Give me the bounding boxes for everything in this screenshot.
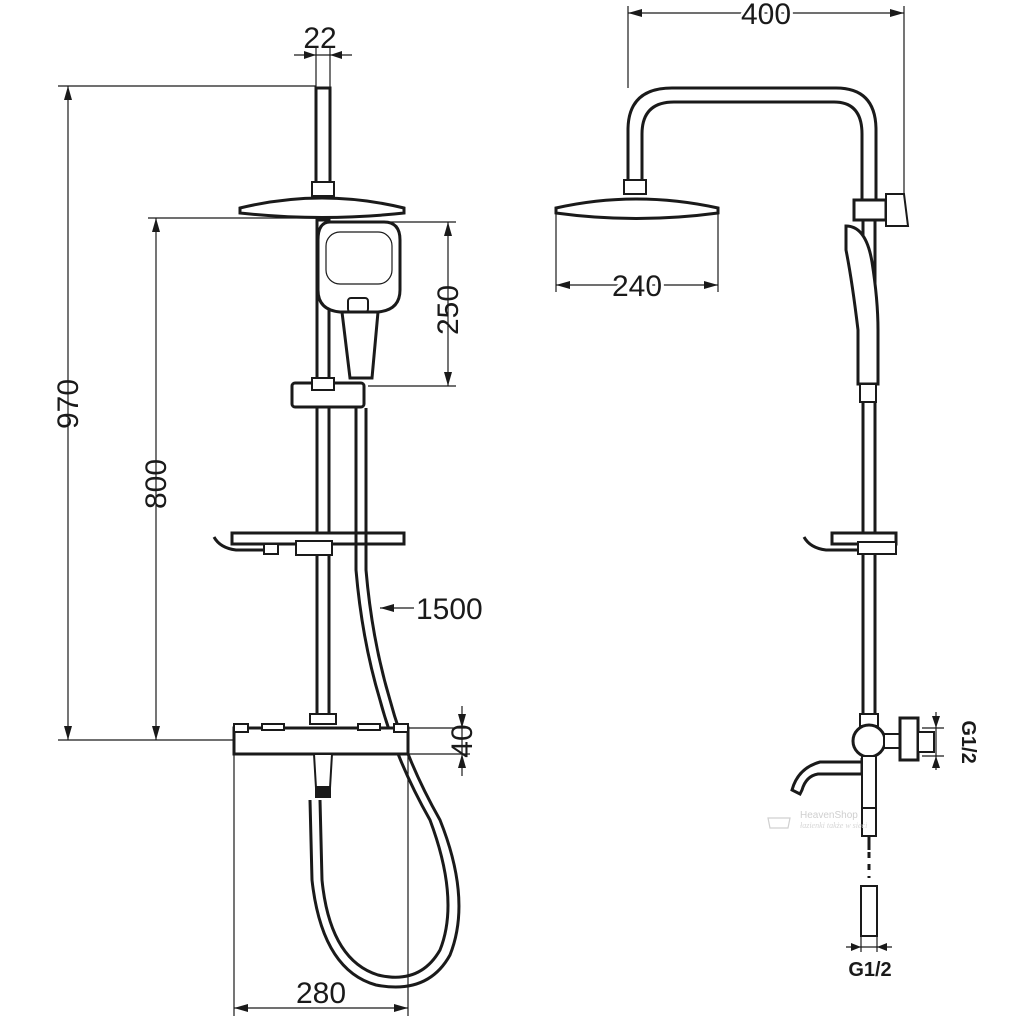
hand-shower-nozzle-plate (325, 231, 393, 285)
soap-shelf-tab (263, 543, 279, 555)
dim-arm-reach: 400 (741, 0, 791, 31)
front-dimensions: 22 970 800 250 1500 40 (52, 22, 483, 1016)
holder-clamp (311, 377, 335, 391)
side-inlet-flange (898, 716, 920, 762)
shower-hose-inner (308, 408, 461, 989)
hose-outlet (312, 753, 334, 789)
side-lower-pipe (861, 755, 877, 813)
front-view (212, 86, 461, 989)
side-hand-shower (844, 224, 880, 386)
side-arm-outer (626, 86, 878, 200)
rail-lower-connector (309, 713, 337, 725)
hand-shower-handle (340, 310, 380, 380)
watermark-brand: HeavenShop (800, 810, 858, 821)
side-wall-plate (885, 193, 910, 227)
dim-hose-length: 1500 (416, 593, 483, 626)
thermostat-body (232, 726, 410, 756)
side-view (554, 86, 935, 937)
thermostat-left-knob-cap (233, 723, 249, 733)
dim-inlet-thread: G1/2 (957, 720, 979, 763)
thermostat-right-knob-cap (393, 723, 409, 733)
dim-pipe-diameter: 22 (303, 22, 336, 55)
side-dimensions: 400 240 G1/2 G1/2 (555, 0, 979, 981)
shower-hose-outer (318, 408, 450, 979)
front-head-connector (311, 181, 335, 197)
dim-total-height: 970 (52, 379, 85, 429)
front-overhead-shower-head (238, 196, 406, 219)
dim-outlet-thread: G1/2 (848, 959, 891, 981)
thermostat-right-collar (357, 723, 381, 731)
bathtub-logo-icon (767, 817, 791, 829)
side-inlet-thread (917, 731, 935, 753)
side-hand-holder (859, 383, 877, 403)
watermark-tagline: łazienki także w sieci (800, 821, 867, 830)
side-soap-shelf-hook (802, 536, 858, 552)
dim-hand-shower-length: 250 (432, 285, 465, 335)
heavenshop-watermark: HeavenShop łazienki także w sieci (767, 810, 867, 830)
soap-shelf-clamp (295, 540, 333, 556)
side-head-connector (623, 179, 647, 195)
side-arm-inner (640, 100, 864, 200)
side-thermostat-body (851, 723, 887, 759)
dim-head-diameter: 240 (612, 270, 662, 303)
side-soap-shelf-clamp (857, 541, 897, 555)
hand-shower-mode-button (347, 297, 369, 313)
hose-outlet-nut (315, 786, 331, 798)
front-top-pipe (314, 86, 332, 188)
dim-bar-length: 800 (140, 459, 173, 509)
side-overhead-shower-head (554, 197, 720, 220)
side-wall-bracket (852, 198, 888, 222)
thermostat-left-collar (261, 723, 285, 731)
dim-body-height: 40 (446, 724, 479, 757)
side-hose-end (860, 885, 878, 937)
bath-spout (790, 758, 864, 797)
soap-shelf-hook (212, 536, 276, 552)
dim-body-width: 280 (296, 977, 346, 1010)
